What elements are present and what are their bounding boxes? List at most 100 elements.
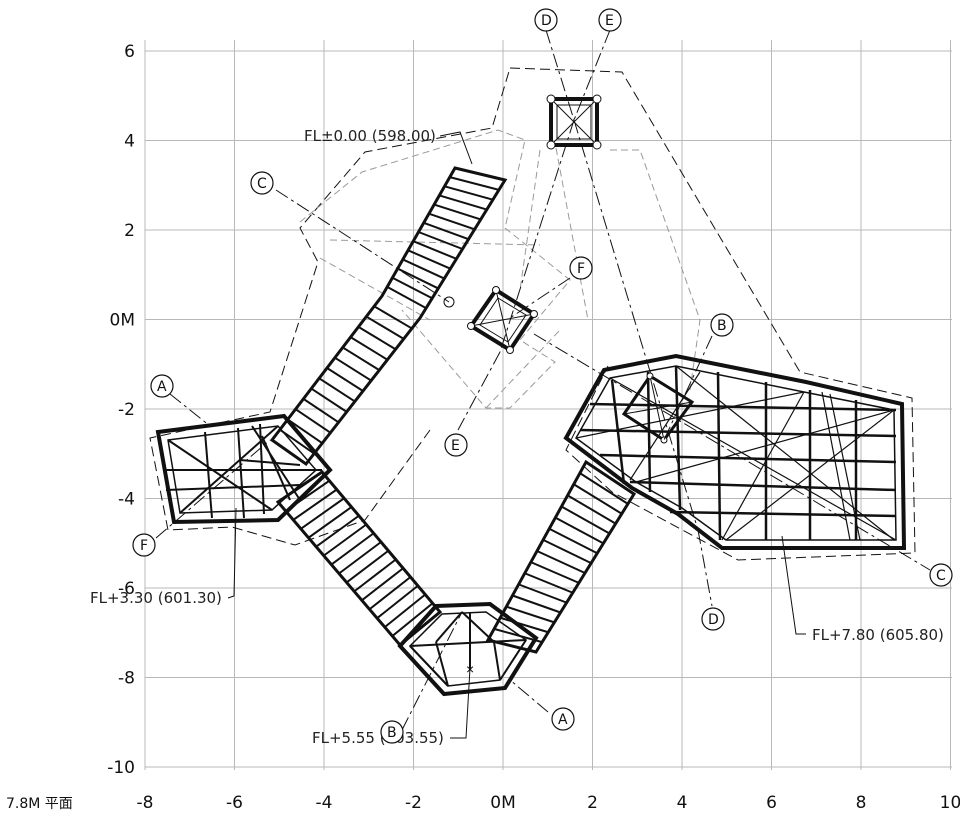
svg-text:D: D (708, 612, 719, 628)
stair-tread (310, 387, 348, 413)
grid-bubble-e-top: E (598, 8, 622, 32)
stair-tread (365, 315, 405, 340)
stair-tread (554, 516, 604, 545)
stair-lower-left (275, 469, 443, 648)
x-tick-label: 2 (587, 793, 598, 813)
stair-upper (269, 166, 508, 467)
stair-tread (391, 602, 434, 637)
level-leaders (227, 131, 806, 739)
shaft-north (546, 94, 602, 150)
stair-tread (506, 605, 555, 624)
y-tick-label: 0M (110, 311, 135, 331)
stair-tread (318, 377, 356, 403)
stair-tread (346, 549, 389, 584)
svg-text:E: E (605, 13, 614, 29)
stair-tread (384, 593, 426, 628)
y-tick-label: -6 (118, 579, 135, 599)
grid-bubble-f-mid: F (569, 256, 593, 280)
y-tick-label: -10 (107, 758, 135, 778)
stair-tread (542, 538, 592, 565)
stair-tread (524, 572, 574, 594)
stair-tread (361, 567, 404, 602)
svg-text:F: F (577, 261, 585, 277)
svg-text:C: C (936, 568, 946, 584)
x-tick-label: 10 (940, 793, 960, 813)
grid-bubble-d-bottom: D (701, 607, 725, 631)
landing-bottom: × (397, 601, 539, 697)
grid-bubble-b-right: B (710, 313, 734, 337)
stair-tread (561, 505, 610, 535)
stair-tread (307, 506, 353, 539)
stair-tread (428, 212, 475, 231)
stair-tread (330, 532, 375, 566)
stair-tread (449, 176, 500, 191)
stair-tread (342, 346, 380, 371)
stair-tread (368, 576, 412, 611)
stair-tread (548, 527, 598, 555)
y-tick-label: -2 (118, 400, 135, 420)
y-tick-label: -4 (118, 490, 135, 510)
stair-tread (376, 584, 419, 619)
stair-tread (433, 203, 482, 221)
x-tick-label: 0M (490, 793, 515, 813)
shaft-middle (443, 286, 538, 354)
y-axis-ticks: 6 4 2 0M -2 -4 -6 -8 -10 (107, 42, 135, 778)
grid-bubble-b-bottom: B (380, 720, 404, 744)
stair-tread (300, 497, 345, 530)
svg-text:E: E (451, 438, 460, 454)
svg-text:A: A (558, 712, 568, 728)
stair-tread (418, 231, 463, 250)
stair-tread (353, 558, 397, 593)
stair-tread (412, 240, 457, 260)
x-tick-label: 8 (856, 793, 867, 813)
svg-text:F: F (140, 538, 148, 554)
y-tick-label: 6 (124, 42, 135, 62)
y-tick-label: 2 (124, 221, 135, 241)
level-label-fl555: FL+5.55 (603.55) (312, 729, 444, 747)
stair-tread (518, 583, 567, 604)
svg-text:B: B (717, 318, 727, 334)
svg-text:D: D (541, 13, 552, 29)
stair-tread (350, 336, 388, 361)
x-tick-label: -2 (405, 793, 422, 813)
grid (144, 40, 952, 770)
stair-tread (326, 367, 364, 392)
stair-tread (407, 249, 451, 270)
stair-tread (287, 418, 323, 444)
y-tick-label: 4 (124, 132, 135, 152)
level-label-fl780: FL+7.80 (605.80) (812, 626, 944, 644)
grid-bubble-c-right: C (929, 563, 953, 587)
grid-bubble-f-left: F (132, 533, 156, 557)
stair-tread (573, 483, 623, 515)
stair-tread (323, 523, 367, 557)
level-labels: FL±0.00 (598.00) FL+3.30 (601.30) FL+5.5… (90, 127, 944, 747)
grid-axis-lines (155, 29, 931, 731)
grid-bubble-a-left: A (150, 374, 174, 398)
stair-tread (402, 258, 445, 280)
stair-tread (536, 550, 586, 574)
landing-left (155, 413, 333, 525)
stair-tread (357, 326, 397, 351)
svg-text:A: A (157, 379, 167, 395)
stair-tread (423, 221, 469, 241)
x-tick-label: -4 (316, 793, 333, 813)
y-tick-label: -8 (118, 669, 135, 689)
svg-text:B: B (387, 725, 397, 741)
stair-tread (512, 594, 561, 614)
x-tick-label: -8 (137, 793, 154, 813)
grid-bubble-e-mid: E (444, 433, 468, 457)
level-label-fl000: FL±0.00 (598.00) (304, 127, 436, 145)
stair-tread (397, 267, 439, 290)
stair-tread (338, 541, 382, 575)
grid-bubble-a-bottom: A (551, 707, 575, 731)
landing-right (563, 353, 907, 550)
stair-tread (391, 276, 433, 300)
stair-tread (579, 472, 629, 505)
grid-bubble-c-left: C (250, 171, 274, 195)
stair-tread (439, 194, 488, 211)
drawing-title: 7.8M 平面 (6, 796, 73, 812)
stair-tread (373, 305, 413, 330)
stair-tread (499, 616, 549, 634)
